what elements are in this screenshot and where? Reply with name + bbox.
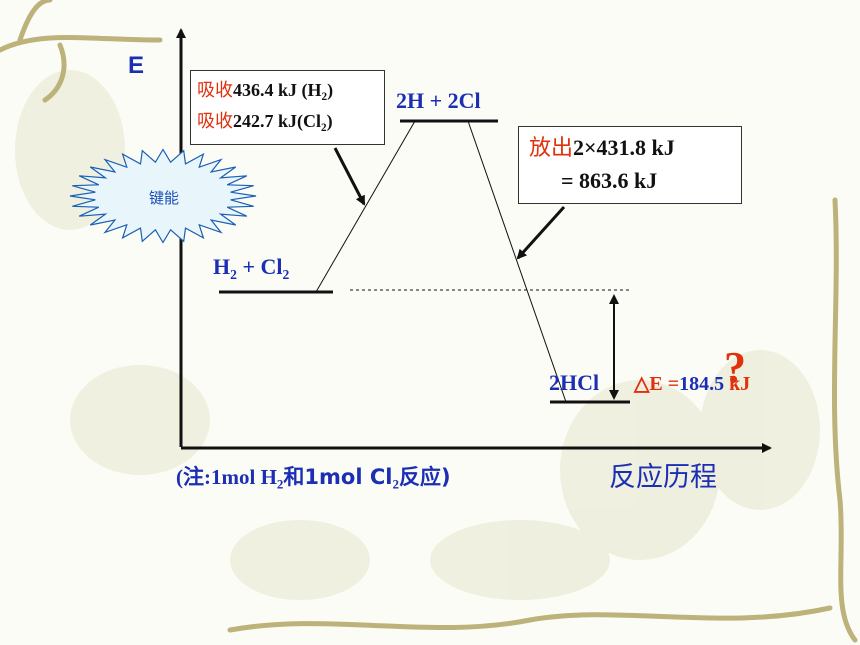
absorb-line-1: 吸收436.4 kJ (H2) — [197, 75, 384, 106]
note-text-1: (注:1mol H — [176, 465, 277, 489]
absorb-info-box: 吸收436.4 kJ (H2) 吸收242.7 kJ(Cl2) — [190, 70, 385, 145]
release-prefix: 放出 — [529, 136, 574, 161]
note-text-2: 和1mol Cl — [283, 465, 393, 489]
absorb-sub-1: 2 — [321, 90, 328, 103]
badge-label: 键能 — [148, 189, 179, 207]
reactants-mid: + Cl — [236, 254, 283, 279]
release-pointer-arrow — [516, 205, 566, 260]
absorb-end-1: ) — [327, 80, 334, 100]
note-sub-1: 2 — [276, 476, 284, 492]
question-mark: ? — [724, 343, 746, 392]
note-sub-2: 2 — [392, 476, 399, 492]
intermediate-label: 2H + 2Cl — [396, 88, 481, 113]
absorb-pointer-arrow — [333, 147, 366, 206]
y-axis-label: E — [128, 52, 145, 79]
release-info-box: 放出2×431.8 kJ = 863.6 kJ — [518, 126, 742, 204]
release-line-2: = 863.6 kJ — [561, 168, 658, 193]
absorb-value-1: 436.4 kJ (H — [233, 80, 322, 100]
release-value-1: 2×431.8 kJ — [573, 135, 675, 160]
rise-line — [315, 120, 416, 293]
x-axis-label: 反应历程 — [609, 462, 717, 493]
product-label: 2HCl — [549, 370, 600, 395]
absorb-line-2: 吸收242.7 kJ(Cl2) — [197, 106, 384, 137]
reactants-sub2: 2 — [282, 266, 290, 282]
reactants-label: H2 + Cl2 — [213, 254, 290, 282]
delta-e: △E =184.5 kJ — [634, 371, 750, 396]
delta-symbol: △E = — [634, 373, 680, 395]
fall-line — [467, 120, 567, 403]
absorb-prefix-2: 吸收 — [197, 111, 233, 132]
reactants-sub1: 2 — [230, 266, 237, 282]
reaction-note: (注:1mol H2和1mol Cl2反应) — [176, 461, 451, 491]
badge-starburst — [69, 148, 257, 244]
note-text-3: 反应) — [398, 465, 451, 489]
absorb-value-2: 242.7 kJ(Cl — [233, 111, 322, 131]
release-line-1: 放出2×431.8 kJ — [529, 132, 741, 165]
reactants-main: H — [213, 254, 231, 279]
absorb-sub-2: 2 — [321, 121, 327, 134]
delta-value: 184.5 — [679, 373, 725, 395]
absorb-prefix-1: 吸收 — [197, 80, 233, 101]
delta-unit: kJ — [724, 373, 751, 395]
absorb-end-2: ) — [326, 111, 333, 131]
